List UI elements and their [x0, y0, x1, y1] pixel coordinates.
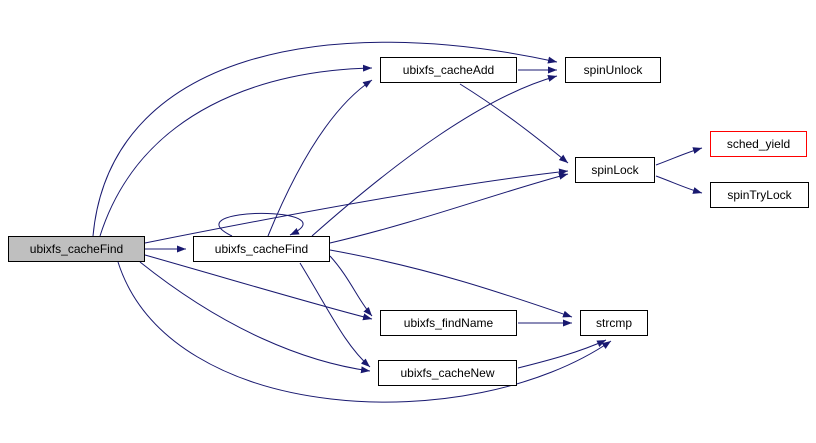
edge-cachefind-to-strcmp	[329, 249, 573, 318]
node-spinlock[interactable]: spinLock	[575, 157, 655, 183]
edge-cachefind-to-spinunlock	[311, 75, 558, 237]
node-label: spinLock	[591, 163, 639, 177]
node-ubixfs-cachefind[interactable]: ubixfs_cacheFind	[193, 236, 330, 262]
node-spintrylock[interactable]: spinTryLock	[710, 182, 809, 208]
node-label: spinTryLock	[727, 188, 792, 202]
node-label: strcmp	[596, 316, 632, 330]
node-label: ubixfs_cacheNew	[400, 366, 495, 380]
edge-cachefind-to-cachenew	[299, 262, 371, 368]
node-label: spinUnlock	[583, 63, 643, 77]
node-ubixfs-cacheadd[interactable]: ubixfs_cacheAdd	[380, 57, 517, 83]
node-strcmp[interactable]: strcmp	[580, 310, 648, 336]
node-spinunlock[interactable]: spinUnlock	[565, 57, 661, 83]
edge-root-to-spinlock	[144, 168, 569, 244]
edge-root-to-strcmp	[117, 261, 612, 403]
node-sched-yield[interactable]: sched_yield	[710, 131, 807, 157]
node-ubixfs-cachefind-root: ubixfs_cacheFind	[8, 236, 145, 262]
edge-cachefind-to-spinlock	[329, 172, 569, 244]
node-label: sched_yield	[726, 137, 791, 151]
edge-cacheadd-to-spinlock	[459, 83, 569, 164]
edge-cachefind-self-loop	[218, 212, 304, 237]
edge-spinlock-to-spintrylock	[655, 175, 703, 194]
edge-root-to-cachenew	[139, 261, 371, 374]
node-label: ubixfs_cacheAdd	[402, 63, 495, 77]
edge-spinlock-to-schedyield	[655, 147, 703, 166]
node-ubixfs-findname[interactable]: ubixfs_findName	[380, 310, 517, 336]
edge-root-to-findname	[144, 254, 373, 321]
node-label: ubixfs_cacheFind	[29, 242, 124, 256]
edge-root-to-spinunlock	[92, 41, 558, 237]
edge-cachenew-to-strcmp	[517, 339, 607, 369]
edge-cachefind-to-findname	[329, 255, 373, 317]
edge-root-to-cacheadd	[99, 64, 373, 237]
node-label: ubixfs_findName	[403, 316, 494, 330]
node-label: ubixfs_cacheFind	[214, 242, 309, 256]
edge-cachefind-to-cacheadd	[267, 79, 373, 237]
node-ubixfs-cachenew[interactable]: ubixfs_cacheNew	[378, 360, 517, 386]
